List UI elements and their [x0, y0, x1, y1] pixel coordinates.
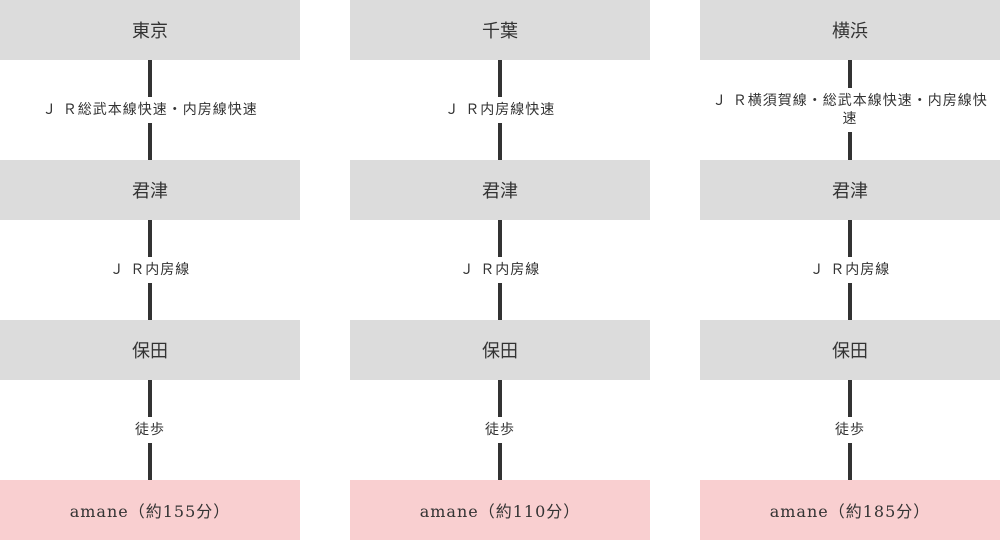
transport-label: Ｊ Ｒ内房線: [453, 257, 547, 283]
transport-label: Ｊ Ｒ内房線: [103, 257, 197, 283]
station-box: 君津: [0, 160, 300, 220]
transport-label: Ｊ Ｒ総武本線快速・内房線快速: [36, 97, 264, 123]
station-box: 横浜: [700, 0, 1000, 60]
connector: Ｊ Ｒ内房線: [0, 220, 300, 320]
route-column: 横浜 Ｊ Ｒ横須賀線・総武本線快速・内房線快速君津 Ｊ Ｒ内房線保田徒歩 amane（…: [700, 0, 1000, 540]
station-box: 君津: [700, 160, 1000, 220]
connector: 徒歩: [350, 380, 650, 480]
station-box: 保田: [700, 320, 1000, 380]
route-column: 千葉 Ｊ Ｒ内房線快速君津 Ｊ Ｒ内房線保田徒歩 amane（約110分）: [350, 0, 650, 540]
transport-label: 徒歩: [829, 417, 871, 443]
connector: Ｊ Ｒ内房線: [350, 220, 650, 320]
destination-box: amane（約155分）: [0, 480, 300, 540]
station-box: 千葉: [350, 0, 650, 60]
station-box: 保田: [350, 320, 650, 380]
connector: Ｊ Ｒ内房線快速: [350, 60, 650, 160]
transport-label: 徒歩: [479, 417, 521, 443]
connector: 徒歩: [700, 380, 1000, 480]
transport-label: Ｊ Ｒ内房線: [803, 257, 897, 283]
connector: Ｊ Ｒ総武本線快速・内房線快速: [0, 60, 300, 160]
destination-box: amane（約185分）: [700, 480, 1000, 540]
transport-label: Ｊ Ｒ内房線快速: [438, 97, 562, 123]
connector: 徒歩: [0, 380, 300, 480]
destination-box: amane（約110分）: [350, 480, 650, 540]
station-box: 東京: [0, 0, 300, 60]
transport-label: Ｊ Ｒ横須賀線・総武本線快速・内房線快速: [700, 88, 1000, 132]
connector: Ｊ Ｒ内房線: [700, 220, 1000, 320]
station-box: 君津: [350, 160, 650, 220]
station-box: 保田: [0, 320, 300, 380]
route-column: 東京 Ｊ Ｒ総武本線快速・内房線快速君津 Ｊ Ｒ内房線保田徒歩 amane（約155分…: [0, 0, 300, 540]
transport-label: 徒歩: [129, 417, 171, 443]
connector: Ｊ Ｒ横須賀線・総武本線快速・内房線快速: [700, 60, 1000, 160]
